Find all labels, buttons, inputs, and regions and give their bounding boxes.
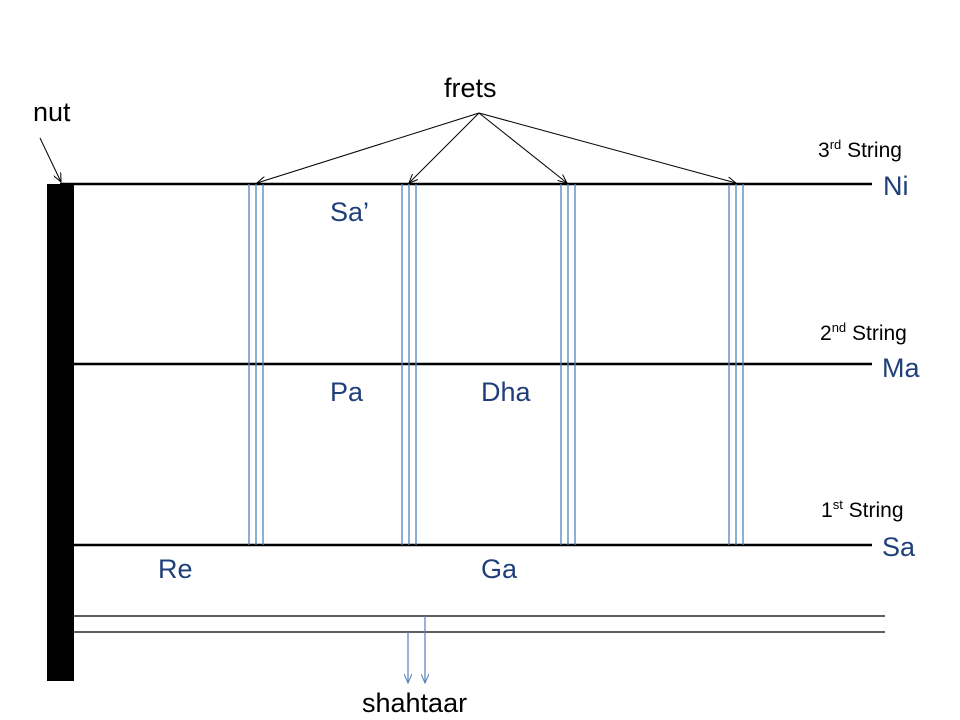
shahtaar-arrows	[408, 616, 425, 683]
nut-label: nut	[33, 97, 71, 127]
shahtaar-label: shahtaar	[362, 688, 468, 718]
fret-2	[401, 184, 417, 545]
frets-arrows	[257, 112, 736, 183]
fret-4	[728, 184, 744, 545]
string-2-label: 2nd String	[820, 320, 907, 345]
fret-1	[248, 184, 264, 545]
string-1-open-note: Sa	[882, 532, 916, 562]
string-1-label: 1st String	[821, 497, 904, 522]
nut-bar	[47, 184, 74, 681]
nut-arrow	[39, 137, 61, 182]
note-dha: Dha	[481, 377, 531, 407]
note-re: Re	[158, 554, 193, 584]
string-2-open-note: Ma	[882, 353, 920, 383]
note-ga: Ga	[481, 554, 518, 584]
string-3-open-note: Ni	[883, 171, 909, 201]
note-pa: Pa	[330, 377, 364, 407]
string-3-label: 3rd String	[818, 137, 902, 162]
note-sa-high: Sa’	[330, 197, 370, 227]
fret-3	[560, 184, 576, 545]
frets-label: frets	[444, 73, 497, 103]
